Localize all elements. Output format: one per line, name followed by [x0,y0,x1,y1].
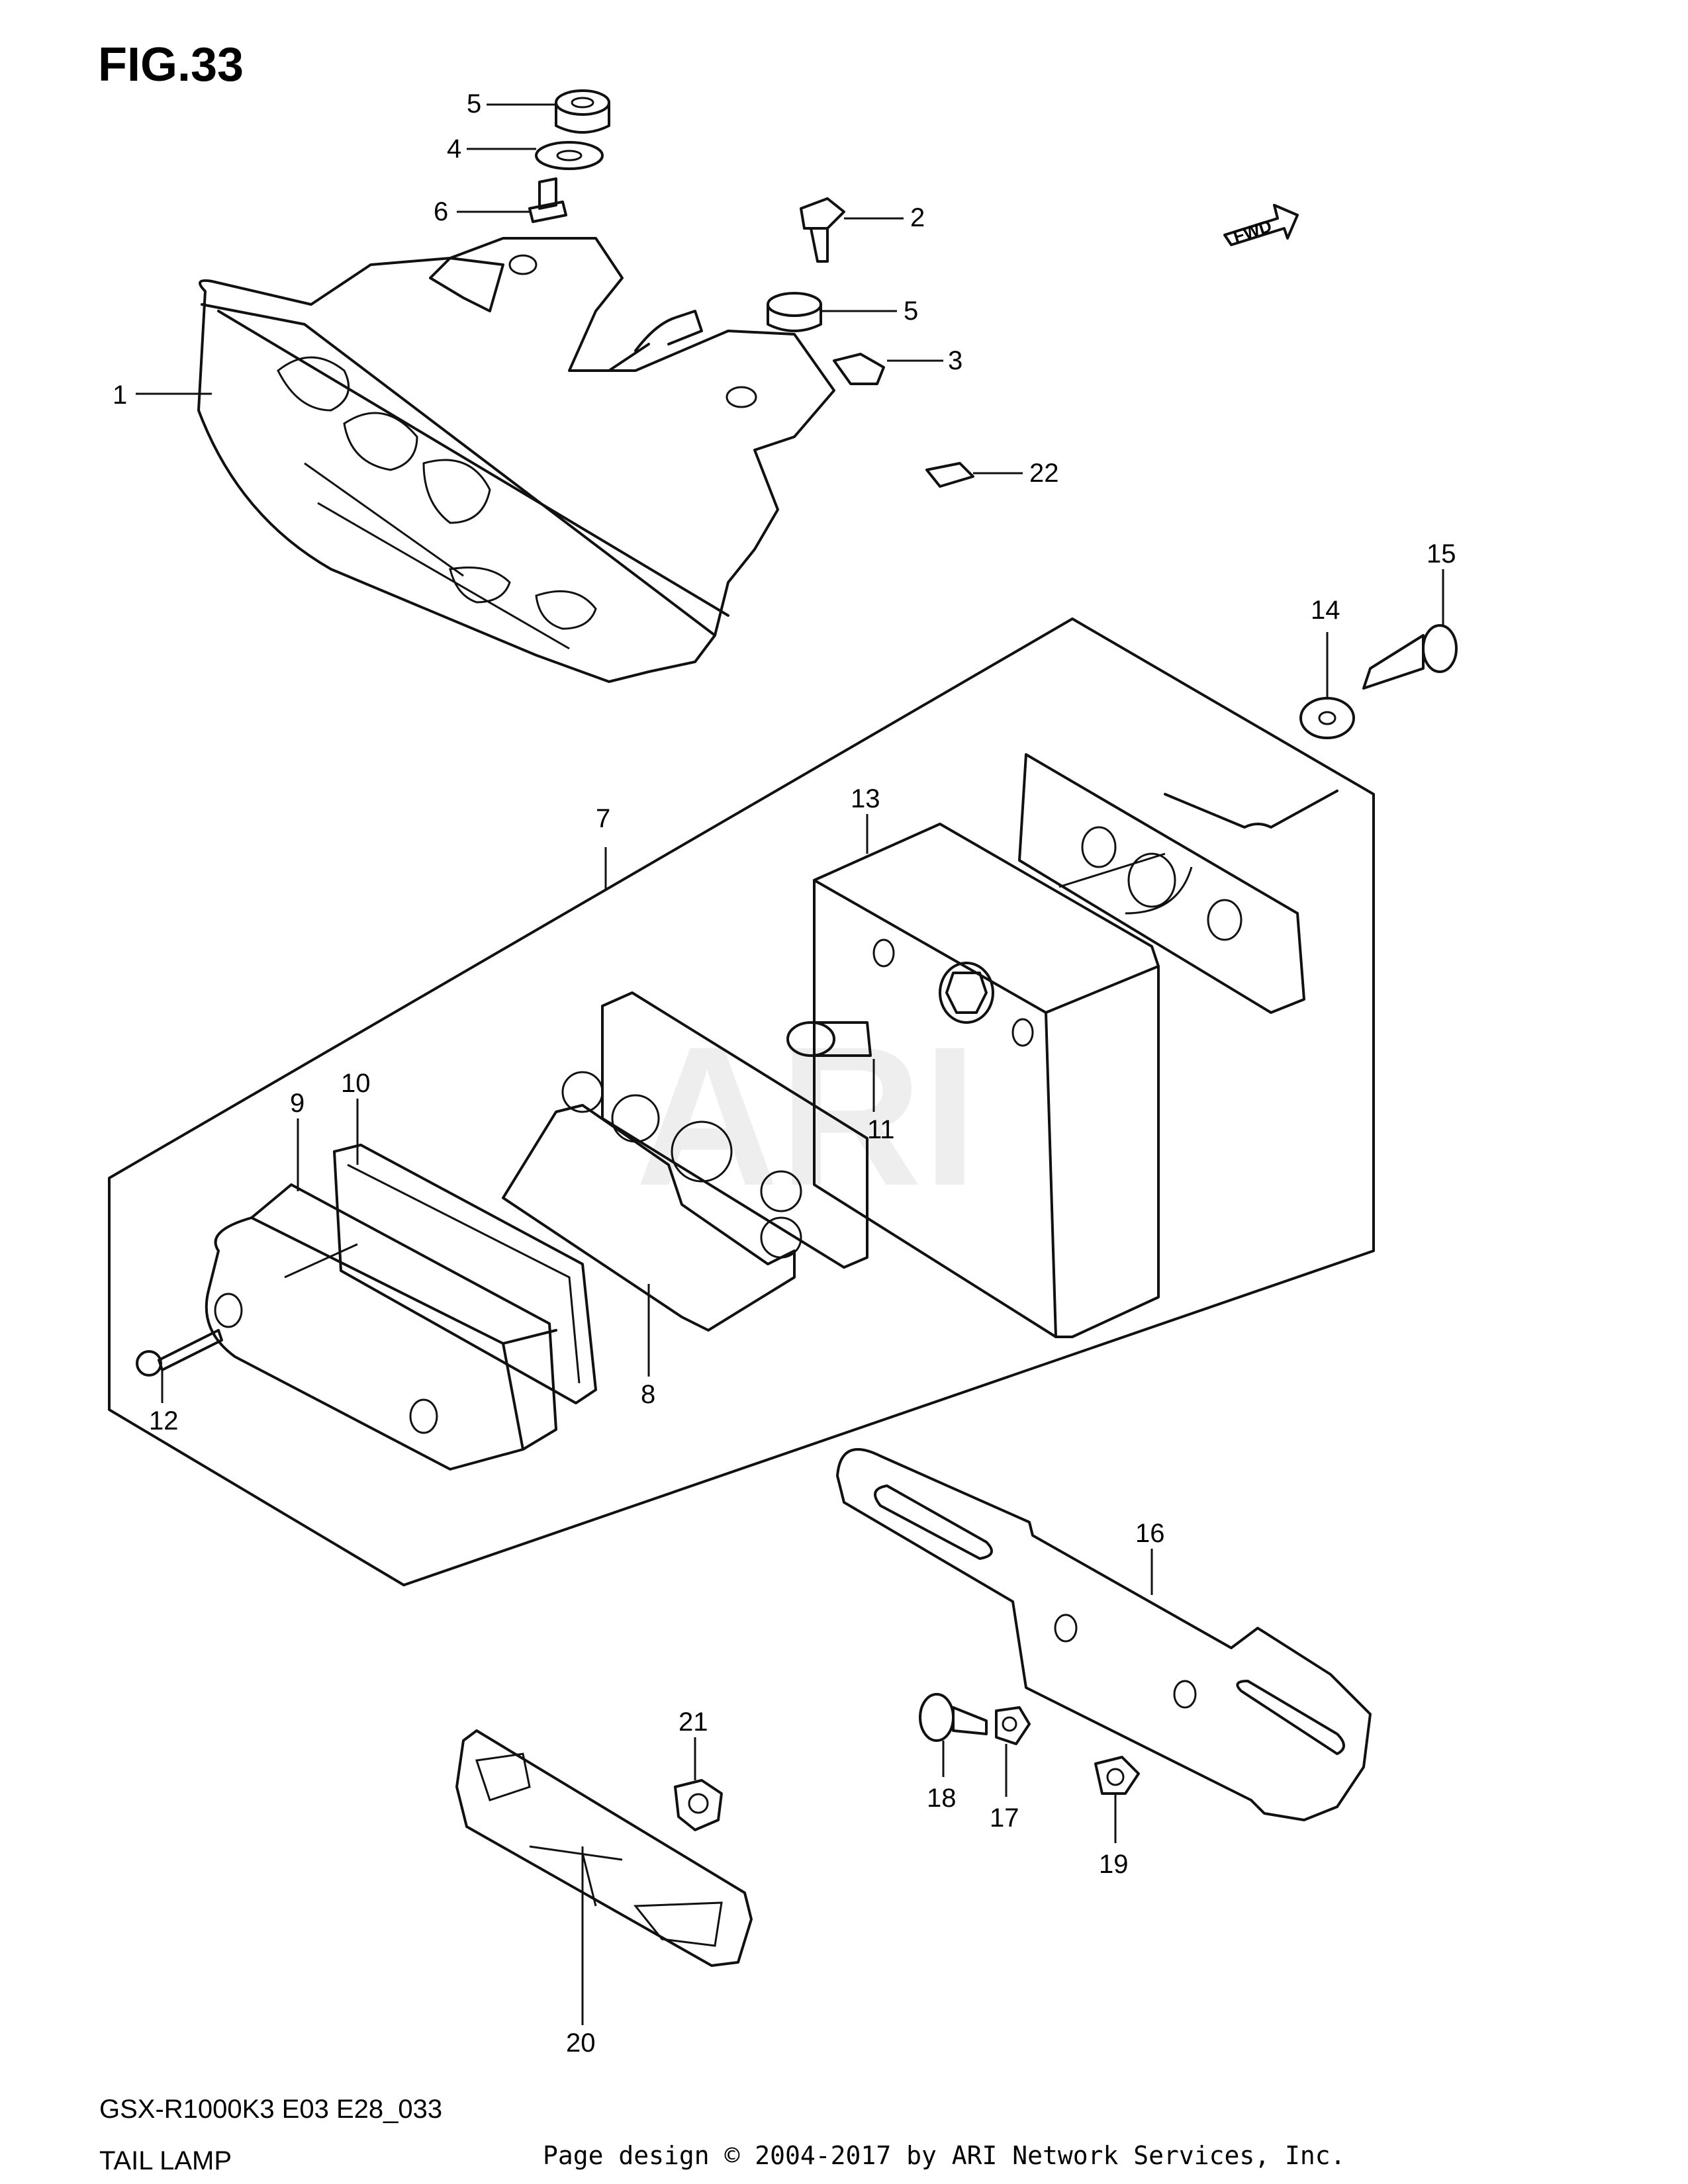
callout-11: 11 [867,1115,895,1144]
callout-4: 4 [447,134,461,163]
callout-10: 10 [341,1069,371,1098]
model-code: GSX-R1000K3 E03 E28_033 [99,2095,442,2124]
callout-1: 1 [113,381,127,410]
part-15-screw [1362,624,1458,690]
callout-6: 6 [434,197,448,226]
fwd-arrow-icon: FWD [1223,204,1299,247]
watermark: ARI [635,1005,978,1227]
part-13-back-plate [1018,753,1338,1014]
part-5-grommet-top [555,89,610,134]
part-19-nut [1094,1756,1140,1795]
callout-12: 12 [149,1406,179,1435]
callout-5-mid: 5 [904,296,918,326]
callout-21: 21 [679,1707,708,1737]
callout-15: 15 [1427,539,1456,569]
callout-14: 14 [1311,596,1340,625]
fwd-label: FWD [1231,216,1274,247]
part-2-screw [800,197,845,263]
part-12-screw [136,1329,223,1377]
part-4-washer [535,141,604,170]
part-22-pad [925,462,974,488]
part-8-socket-board [502,991,868,1332]
callout-7: 7 [596,804,610,833]
part-14-washer [1299,697,1355,739]
part-21-nut [674,1779,723,1831]
part-5-grommet-mid [767,292,822,332]
part-13-housing [813,823,1160,1338]
callout-18: 18 [927,1784,957,1813]
part-6-bolt [528,177,567,223]
part-9-lens [205,1183,557,1471]
callout-2: 2 [910,203,925,232]
part-3-clip-nut [833,353,885,385]
part-18-bolt [919,1693,988,1742]
callout-17: 17 [990,1803,1019,1833]
callout-9: 9 [290,1089,305,1118]
callout-13: 13 [851,784,880,813]
callout-16: 16 [1135,1519,1165,1548]
assembly-7-outline [108,617,1375,1586]
part-10-gasket [333,1144,597,1404]
leader-lines [136,103,1444,2025]
figure-title: FIG.33 [98,38,244,91]
callout-5-top: 5 [467,89,481,118]
section-name: TAIL LAMP [99,2146,232,2175]
part-11-bulb [786,1021,872,1057]
part-17-nut [995,1706,1031,1745]
part-20-reflector [455,1729,753,1967]
callout-3: 3 [948,346,962,375]
callout-20: 20 [566,2028,596,2058]
callout-19: 19 [1099,1850,1129,1879]
part-16-bracket [836,1448,1372,1821]
callout-22: 22 [1029,459,1059,488]
callout-labels: 1 2 3 4 5 5 6 7 8 9 10 11 12 13 14 15 16… [113,89,1456,2058]
page-credit: Page design © 2004-2017 by ARI Network S… [543,2141,1346,2170]
callout-8: 8 [641,1380,655,1409]
part-1-rear-lamp [197,237,835,683]
